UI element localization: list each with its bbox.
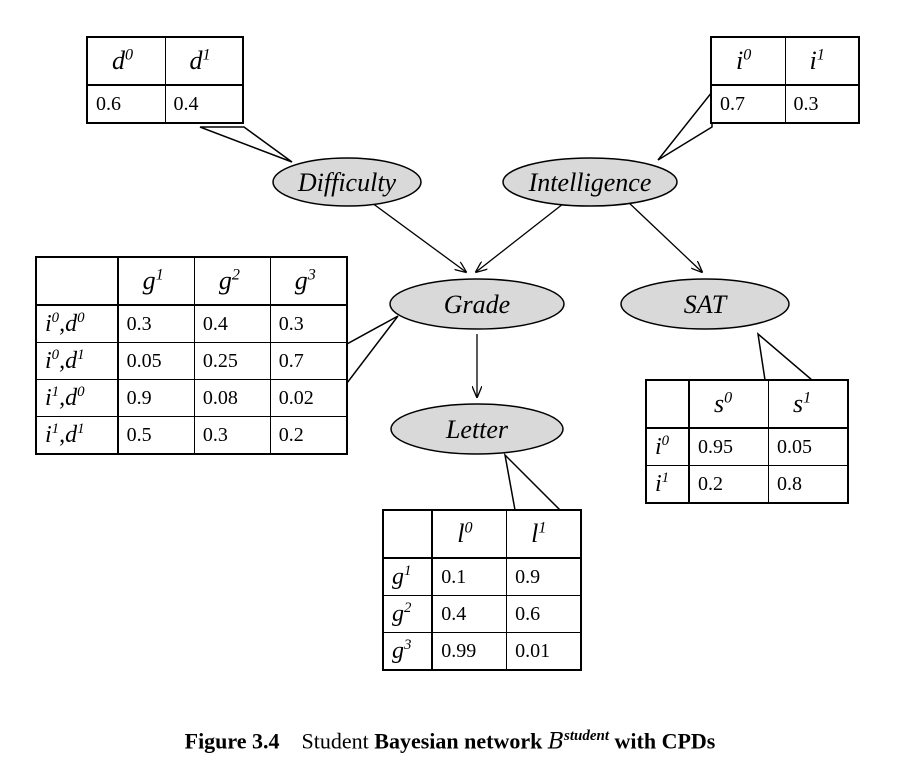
cpd-column-header: i0: [710, 36, 786, 86]
cpd-probability-cell: 0.4: [193, 304, 271, 343]
cpd-row-label: g1: [382, 557, 434, 596]
cpd-probability-cell: 0.7: [269, 342, 348, 380]
cpd-probability-cell: 0.08: [193, 379, 271, 417]
cpd-probability-cell: 0.7: [710, 84, 786, 124]
cpd-corner-cell: [382, 509, 434, 559]
cpd-probability-cell: 0.4: [164, 84, 244, 124]
caption-suffix: with CPDs: [614, 728, 716, 754]
node-grade: Grade: [389, 278, 565, 330]
cpd-probability-cell: 0.3: [784, 84, 860, 124]
cpd-probability-cell: 0.6: [506, 595, 582, 633]
cpd-corner-cell: [35, 256, 119, 306]
cpd-probability-cell: 0.99: [431, 632, 508, 671]
caption-bold-text: Bayesian network: [374, 728, 543, 754]
cpd-probability-cell: 0.4: [431, 595, 508, 633]
node-sat-label: SAT: [684, 290, 728, 319]
node-letter: Letter: [390, 403, 564, 455]
cpd-probability-cell: 0.05: [768, 427, 849, 466]
cpd-probability-cell: 0.3: [193, 416, 271, 455]
callout-intelligence: [657, 89, 713, 161]
caption-student: Student: [301, 728, 369, 754]
cpd-row-label: i0: [645, 427, 691, 466]
callout-difficulty: [199, 126, 293, 163]
cpd-column-header: g1: [117, 256, 195, 306]
callout-sat: [756, 332, 815, 381]
cpd-column-header: g2: [193, 256, 271, 306]
cpd-probability-cell: 0.25: [193, 342, 271, 380]
cpd-column-header: i1: [784, 36, 860, 86]
cpd-row-label: i1,d1: [35, 416, 119, 455]
cpd-column-header: l0: [431, 509, 508, 559]
callout-letter: [503, 452, 562, 511]
cpd-probability-cell: 0.02: [269, 379, 348, 417]
edge-difficulty-grade: [367, 199, 466, 272]
cpd-column-header: g3: [269, 256, 348, 306]
node-intelligence: Intelligence: [502, 157, 678, 207]
cpd-row-label: i1,d0: [35, 379, 119, 417]
cpd-column-header: d1: [164, 36, 244, 86]
cpd-row-label: i1: [645, 465, 691, 504]
callout-grade: [346, 315, 399, 386]
cpd-probability-cell: 0.2: [269, 416, 348, 455]
edge-intelligence-sat: [626, 200, 702, 272]
cpd-row-label: i0,d0: [35, 304, 119, 343]
cpd-column-header: s0: [688, 379, 770, 429]
cpd-probability-cell: 0.01: [506, 632, 582, 671]
cpd-column-header: l1: [506, 509, 582, 559]
node-difficulty-label: Difficulty: [297, 168, 397, 197]
node-grade-label: Grade: [444, 290, 510, 319]
cpd-probability-cell: 0.8: [768, 465, 849, 504]
node-sat: SAT: [620, 278, 790, 330]
cpd-row-label: g2: [382, 595, 434, 633]
figure-caption: Figure 3.4 Student Bayesian network Bstu…: [0, 728, 900, 754]
node-letter-label: Letter: [445, 415, 509, 444]
cpd-probability-cell: 0.1: [431, 557, 508, 596]
caption-superscript: student: [564, 728, 610, 744]
node-difficulty: Difficulty: [272, 157, 422, 207]
cpd-column-header: d0: [86, 36, 166, 86]
node-intelligence-label: Intelligence: [528, 168, 652, 197]
edge-intelligence-grade: [476, 199, 569, 272]
cpd-column-header: s1: [768, 379, 849, 429]
caption-symbol: B: [547, 729, 565, 755]
cpd-probability-cell: 0.05: [117, 342, 195, 380]
cpd-probability-cell: 0.3: [269, 304, 348, 343]
cpd-row-label: i0,d1: [35, 342, 119, 380]
cpd-probability-cell: 0.6: [86, 84, 166, 124]
cpd-probability-cell: 0.3: [117, 304, 195, 343]
cpd-corner-cell: [645, 379, 691, 429]
cpd-row-label: g3: [382, 632, 434, 671]
cpd-probability-cell: 0.95: [688, 427, 770, 466]
cpd-probability-cell: 0.2: [688, 465, 770, 504]
caption-figure-number: Figure 3.4: [184, 728, 280, 754]
cpd-probability-cell: 0.9: [506, 557, 582, 596]
cpd-probability-cell: 0.5: [117, 416, 195, 455]
cpd-probability-cell: 0.9: [117, 379, 195, 417]
